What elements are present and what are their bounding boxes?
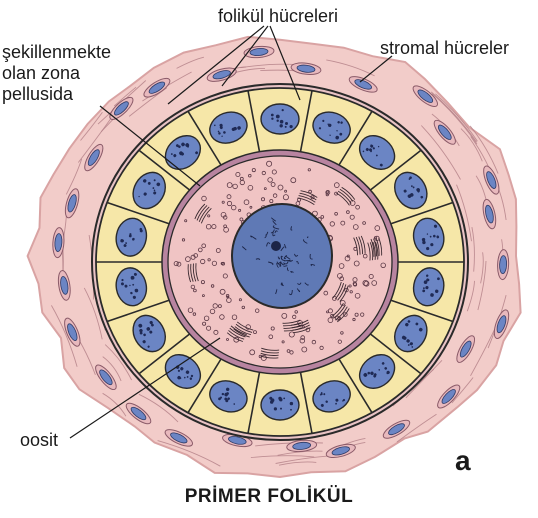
chromatin-dot bbox=[274, 407, 277, 410]
label-zona-line3: pellusida bbox=[2, 84, 111, 105]
chromatin-dot bbox=[282, 109, 284, 111]
chromatin-dot bbox=[271, 118, 273, 120]
follicle-cell bbox=[261, 104, 299, 134]
chromatin-dot bbox=[279, 398, 282, 401]
chromatin-dot bbox=[280, 120, 284, 124]
label-follicle-cells: folikül hücreleri bbox=[218, 6, 338, 26]
chromatin-dot bbox=[280, 124, 283, 127]
chromatin-dot bbox=[283, 398, 285, 400]
chromatin-dot bbox=[280, 408, 282, 410]
label-stromal-cells: stromal hücreler bbox=[380, 38, 509, 58]
chromatin-dot bbox=[271, 114, 274, 117]
label-zona-line2: olan zona bbox=[2, 63, 111, 84]
chromatin-dot bbox=[290, 402, 293, 405]
follicle-cell bbox=[261, 390, 299, 420]
follicle-nucleus bbox=[261, 104, 299, 134]
chromatin-dot bbox=[276, 115, 280, 119]
label-oocyte: oosit bbox=[20, 430, 58, 450]
chromatin-dot bbox=[290, 409, 292, 411]
chromatin-dot bbox=[285, 126, 287, 128]
label-zona-pellucida: şekillenmekte olan zona pellusida bbox=[2, 42, 111, 105]
chromatin-strand bbox=[307, 237, 308, 238]
chromatin-dot bbox=[270, 400, 273, 403]
chromatin-dot bbox=[277, 120, 279, 122]
label-zona-line1: şekillenmekte bbox=[2, 42, 111, 63]
chromatin-dot bbox=[285, 122, 288, 125]
follicle-nucleus bbox=[261, 390, 299, 420]
figure-caption: PRİMER FOLİKÜL bbox=[0, 487, 538, 507]
panel-letter: a bbox=[455, 446, 471, 476]
nucleolus bbox=[271, 241, 281, 251]
oocyte bbox=[168, 156, 392, 368]
chromatin-dot bbox=[290, 125, 293, 128]
